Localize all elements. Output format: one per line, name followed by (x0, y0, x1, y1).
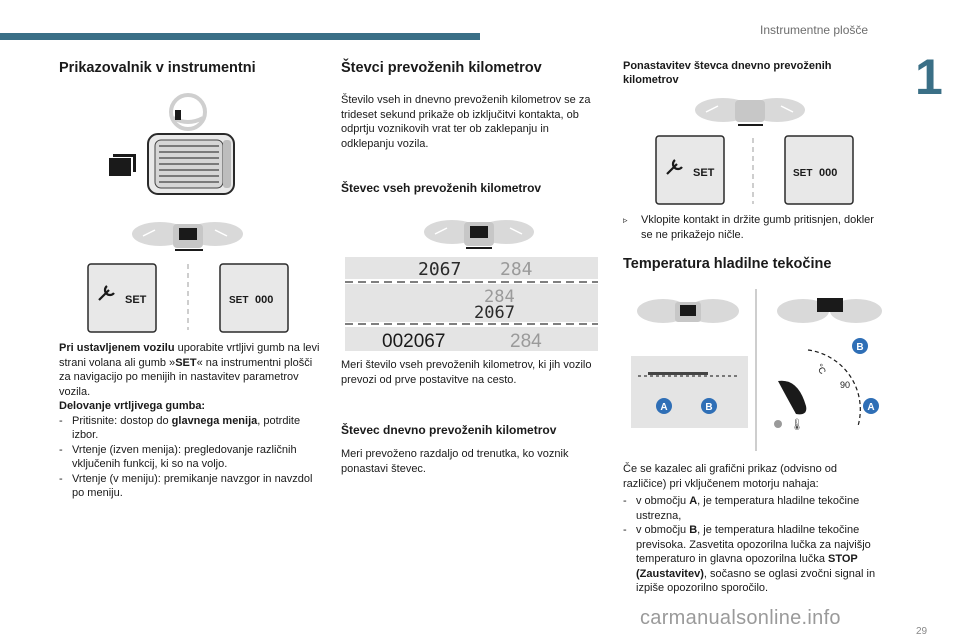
svg-text:B: B (856, 342, 863, 353)
degrees-label: °C (814, 362, 828, 376)
instrument-cluster-icon (637, 299, 739, 323)
coolant-bar-display: A B (631, 356, 748, 428)
set-000-button-right: SET 000 (219, 263, 289, 333)
zone-badge-b: B (852, 338, 868, 354)
indicator-dot-icon (774, 420, 782, 428)
reset-illustration: SET SET 000 (655, 98, 854, 205)
subheading-reset-trip: Ponastavitev števca dnevno prevoženih ki… (623, 60, 832, 86)
list-item: v območju B, je temperatura hladilne tek… (623, 523, 881, 596)
subheading-trip-odometer: Števec dnevno prevoženih kilometrov (341, 423, 557, 437)
svg-text:A: A (867, 402, 874, 413)
set-label: SET (793, 168, 812, 179)
section-heading-coolant: Temperatura hladilne tekočine (623, 256, 832, 272)
reset-instruction: ▹Vklopite kontakt in držite gumb pritisn… (623, 214, 874, 241)
gauge-90-label: 90 (840, 380, 850, 390)
coolant-intro: Če se kazalec ali grafični prikaz (odvis… (623, 463, 837, 490)
page-number: 29 (916, 626, 928, 637)
thermometer-icon: 🌡 (790, 418, 804, 431)
instrument-cluster-icon (695, 98, 805, 126)
odo-trip-text: 284 (510, 331, 542, 352)
zone-badge-b: B (701, 398, 717, 414)
odo-trip-digital: 284 (500, 259, 533, 280)
zeros-label: 000 (819, 167, 837, 179)
zone-badge-a: A (656, 398, 672, 414)
rotary-knob-icon (147, 133, 235, 195)
col1-subheading: Delovanje vrtljivega gumba: (59, 400, 206, 412)
chapter-number: 1 (915, 49, 943, 105)
running-header: Instrumentne plošče (760, 23, 869, 37)
col2-intro: Število vseh in dnevno prevoženih kilome… (341, 94, 591, 150)
gauge-needle-icon (778, 380, 807, 415)
wrench-icon (98, 285, 115, 301)
coolant-needle-gauge: °C 90 🌡 B A (774, 338, 879, 431)
odo-total-digital: 2067 (474, 303, 515, 323)
set-label: SET (693, 167, 715, 179)
odometer-illustration: 2067 284 284 2067 002067 284 (345, 220, 598, 352)
trip-odometer-text: Meri prevoženo razdaljo od trenutka, ko … (341, 448, 569, 475)
subheading-total-odometer: Števec vseh prevoženih kilometrov (341, 181, 542, 195)
total-odometer-text: Meri število vseh prevoženih kilometrov,… (341, 359, 592, 386)
header-accent-bar (0, 33, 480, 40)
list-item: Pritisnite: dostop do glavnega menija, p… (59, 414, 321, 443)
odo-total-digital: 2067 (418, 259, 461, 280)
svg-text:B: B (705, 402, 712, 413)
section-heading-display: Prikazovalnik v instrumentni (59, 60, 256, 76)
set-000-button-right: SET 000 (784, 135, 854, 205)
watermark: carmanualsonline.info (640, 607, 841, 629)
section-heading-odometers: Števci prevoženih kilometrov (341, 60, 542, 76)
instrument-cluster-icon (132, 222, 243, 251)
svg-text:A: A (660, 402, 667, 413)
list-item: Vrtenje (v meniju): premikanje navzgor i… (59, 472, 321, 501)
set-button-left: SET (655, 135, 725, 205)
coolant-temperature-illustration: A B °C 90 🌡 B A (631, 289, 882, 451)
list-item: v območju A, je temperatura hladilne tek… (623, 494, 881, 523)
col1-paragraph: Pri ustavljenem vozilu uporabite vrtljiv… (59, 342, 320, 398)
zeros-label: 000 (255, 294, 273, 306)
odo-total-text: 002067 (382, 331, 445, 352)
instrument-cluster-icon (424, 220, 534, 249)
arrow-bullet-icon: ▹ (623, 215, 628, 225)
set-label: SET (229, 295, 248, 306)
col1-body: Pri ustavljenem vozilu uporabite vrtljiv… (59, 341, 321, 501)
menu-pages-icon (109, 154, 136, 176)
steering-wheel-icon (169, 93, 207, 131)
instrument-cluster-icon (777, 298, 882, 323)
odo-trip-digital: 284 (484, 287, 515, 307)
list-item: Vrtenje (izven menija): pregledovanje ra… (59, 443, 321, 472)
set-button-left: SET (87, 263, 157, 333)
wrench-icon (666, 159, 683, 175)
cluster-set-illustration: SET SET 000 (87, 222, 289, 333)
coolant-body: Če se kazalec ali grafični prikaz (odvis… (623, 462, 881, 596)
set-label: SET (125, 294, 147, 306)
steering-knob-illustration (109, 93, 235, 195)
zone-badge-a: A (863, 398, 879, 414)
